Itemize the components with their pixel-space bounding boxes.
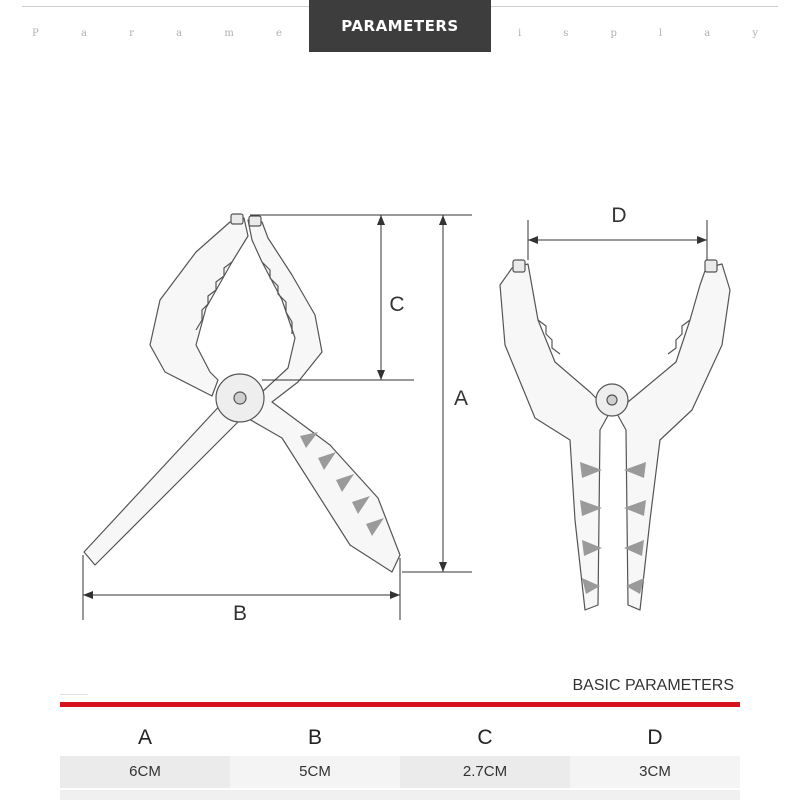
spaced-letter: l (658, 28, 663, 39)
page-title: PARAMETERS (341, 17, 459, 35)
spaced-letter: p (610, 28, 617, 39)
clamp-closed-illustration (499, 259, 731, 611)
spaced-letter: a (80, 28, 87, 39)
table-cell: 5CM (299, 763, 331, 780)
decorative-spaced-text-right: i s p l a y (518, 28, 758, 39)
clamp-open-illustration (83, 213, 401, 573)
table-header-cell: D (647, 726, 663, 749)
spaced-letter: s (563, 28, 569, 39)
spaced-letter: a (704, 28, 711, 39)
table-header-row: A B C D (60, 722, 740, 754)
table-header-cell: B (307, 726, 322, 749)
page-title-box: PARAMETERS (309, 0, 491, 52)
table-cell: 2.7CM (400, 756, 570, 788)
table-cell: 6CM (60, 756, 230, 788)
spaced-letter: r (129, 28, 134, 39)
basic-parameters-title: BASIC PARAMETERS (572, 677, 734, 694)
dimension-label-a: A (454, 387, 468, 410)
decorative-spaced-text-left: P a r a m e (32, 28, 282, 39)
table-header-cell: A (137, 726, 152, 749)
spaced-letter: m (224, 28, 234, 39)
table-cell: 3CM (639, 763, 671, 780)
dimension-label-d: D (611, 204, 626, 227)
spaced-letter: a (176, 28, 183, 39)
accent-rule (60, 694, 88, 695)
red-divider (60, 702, 740, 707)
parameters-table: A B C D 6CM 5CM 2.7CM 3CM (60, 722, 740, 788)
spaced-letter: i (518, 28, 522, 39)
dimension-lines (82, 214, 708, 620)
dimension-label-b: B (233, 602, 247, 625)
spaced-letter: e (276, 28, 282, 39)
spaced-letter: y (752, 28, 758, 39)
table-header-cell: C (477, 726, 493, 749)
spaced-letter: P (32, 28, 39, 39)
table-row: 6CM 5CM 2.7CM 3CM (60, 756, 740, 788)
bottom-strip (60, 790, 740, 800)
dimension-arrowheads (83, 215, 707, 599)
clamp-closed-grip-ribs (580, 462, 646, 594)
dimension-label-c: C (389, 293, 404, 316)
clamp-open-grip-ribs (300, 432, 384, 536)
